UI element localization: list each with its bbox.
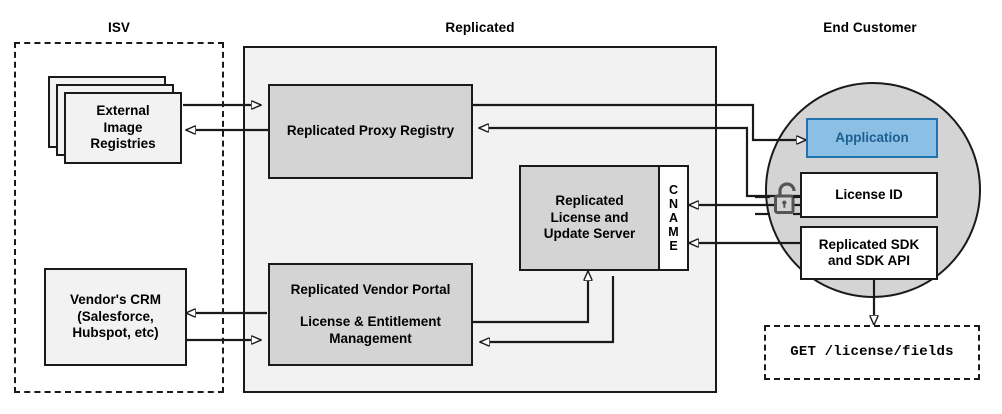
external-registries-line-2: Image [103,119,143,135]
cname-letter-2: N [668,197,679,211]
zone-title-end-customer: End Customer [823,20,917,35]
api-call-label: GET /license/fields [790,343,954,360]
node-replicated-vendor-portal[interactable]: Replicated Vendor Portal License & Entit… [268,263,473,366]
node-license-id[interactable]: License ID [800,172,938,218]
external-registries-line-3: Registries [90,136,156,152]
vendor-crm-line-3: Hubspot, etc) [72,325,159,341]
external-registries-line-1: External [96,103,150,119]
vendor-crm-line-2: (Salesforce, [77,308,154,324]
unlocked-padlock-icon [774,182,796,214]
cname-letter-5: E [669,239,678,253]
node-application[interactable]: Application [806,118,938,158]
node-external-image-registries[interactable]: External Image Registries [64,92,182,164]
vendor-portal-title: Replicated Vendor Portal [290,281,451,297]
node-vendor-crm[interactable]: Vendor's CRM (Salesforce, Hubspot, etc) [44,268,187,366]
node-replicated-sdk[interactable]: Replicated SDK and SDK API [800,226,938,280]
cname-letter-3: A [668,211,679,225]
vendor-crm-line-1: Vendor's CRM [70,292,161,308]
cname-letter-4: M [668,225,679,239]
node-replicated-proxy-registry[interactable]: Replicated Proxy Registry [268,84,473,179]
cname-letter-1: C [668,183,679,197]
license-server-line-3: Update Server [543,226,636,242]
isv-zone-boundary [14,42,224,393]
node-replicated-license-update-server[interactable]: Replicated License and Update Server [519,165,660,271]
node-api-call-license-fields[interactable]: GET /license/fields [764,325,980,380]
license-id-label: License ID [835,186,903,202]
sdk-line-1: Replicated SDK [818,236,920,252]
license-server-line-1: Replicated [555,193,624,209]
vendor-portal-subtitle-line-1: License & Entitlement [299,314,442,330]
node-cname-endpoint[interactable]: C N A M E [658,165,689,271]
sdk-line-2: and SDK API [827,253,910,268]
proxy-registry-label: Replicated Proxy Registry [286,123,455,139]
license-server-line-2: License and [550,209,629,225]
zone-title-isv: ISV [107,20,131,35]
zone-title-replicated: Replicated [445,20,515,35]
application-label: Application [835,129,909,145]
vendor-portal-subtitle-line-2: Management [329,330,412,346]
